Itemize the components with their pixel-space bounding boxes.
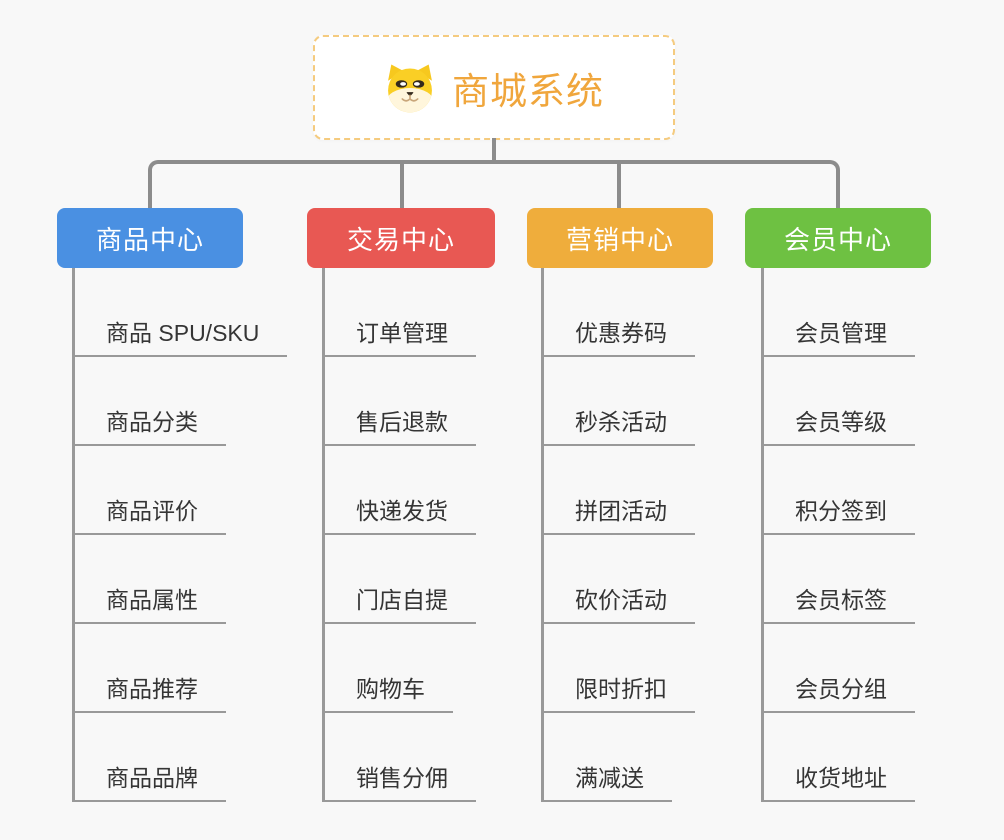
leaf-node[interactable]: 商品推荐 bbox=[72, 671, 226, 713]
leaf-node[interactable]: 会员分组 bbox=[761, 671, 915, 713]
leaf-node[interactable]: 优惠券码 bbox=[541, 315, 695, 357]
connector-drop-trade bbox=[400, 160, 404, 208]
connector-drop-marketing bbox=[617, 160, 621, 208]
branch-node-product-center[interactable]: 商品中心 bbox=[57, 208, 243, 268]
branch-node-member-center[interactable]: 会员中心 bbox=[745, 208, 931, 268]
leaf-node[interactable]: 购物车 bbox=[322, 671, 453, 713]
leaf-node[interactable]: 积分签到 bbox=[761, 493, 915, 535]
leaf-node[interactable]: 快递发货 bbox=[322, 493, 476, 535]
leaf-node[interactable]: 商品品牌 bbox=[72, 760, 226, 802]
branch-spine-marketing-center bbox=[541, 268, 544, 802]
leaf-node[interactable]: 砍价活动 bbox=[541, 582, 695, 624]
root-node[interactable]: 商城系统 bbox=[313, 35, 675, 140]
leaf-node[interactable]: 拼团活动 bbox=[541, 493, 695, 535]
leaf-node[interactable]: 秒杀活动 bbox=[541, 404, 695, 446]
connector-root-stub bbox=[492, 138, 496, 162]
connector-elbow-right bbox=[494, 160, 840, 208]
branch-spine-product-center bbox=[72, 268, 75, 802]
leaf-node[interactable]: 售后退款 bbox=[322, 404, 476, 446]
leaf-node[interactable]: 商品评价 bbox=[72, 493, 226, 535]
branch-spine-member-center bbox=[761, 268, 764, 802]
leaf-node[interactable]: 限时折扣 bbox=[541, 671, 695, 713]
connector-elbow-left bbox=[148, 160, 494, 208]
leaf-node[interactable]: 满减送 bbox=[541, 760, 672, 802]
branch-node-marketing-center[interactable]: 营销中心 bbox=[527, 208, 713, 268]
leaf-node[interactable]: 商品属性 bbox=[72, 582, 226, 624]
leaf-node[interactable]: 销售分佣 bbox=[322, 760, 476, 802]
leaf-node[interactable]: 收货地址 bbox=[761, 760, 915, 802]
leaf-node[interactable]: 会员等级 bbox=[761, 404, 915, 446]
dog-face-icon bbox=[384, 62, 436, 114]
leaf-node[interactable]: 门店自提 bbox=[322, 582, 476, 624]
leaf-node[interactable]: 商品分类 bbox=[72, 404, 226, 446]
root-title: 商城系统 bbox=[452, 70, 604, 112]
branch-node-trade-center[interactable]: 交易中心 bbox=[307, 208, 495, 268]
leaf-node[interactable]: 会员管理 bbox=[761, 315, 915, 357]
leaf-node[interactable]: 订单管理 bbox=[322, 315, 476, 357]
leaf-node[interactable]: 商品 SPU/SKU bbox=[72, 315, 288, 357]
leaf-node[interactable]: 会员标签 bbox=[761, 582, 915, 624]
branch-spine-trade-center bbox=[322, 268, 325, 802]
